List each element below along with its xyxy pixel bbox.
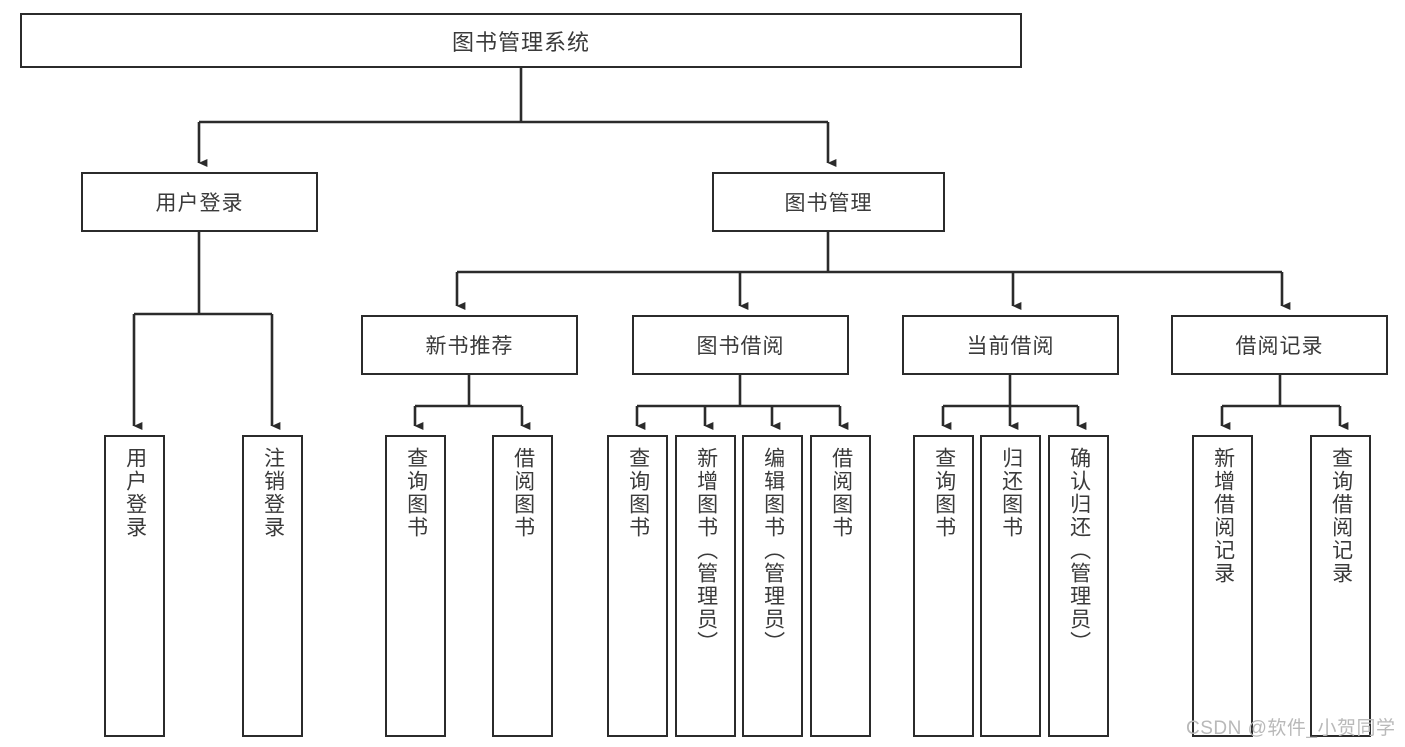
node-label: 查询图书 — [404, 447, 428, 539]
csdn-watermark: CSDN @软件_小贺同学 — [1186, 718, 1396, 739]
node-label: 查询借阅记录 — [1329, 447, 1353, 585]
node-label: 借阅图书 — [829, 447, 853, 539]
node-label: 当前借阅 — [966, 335, 1055, 358]
node-label: 编辑图书（管理员） — [761, 447, 785, 654]
leaf-current-borrow-return-book[interactable]: 归还图书 — [980, 435, 1041, 737]
node-new-book-recommend[interactable]: 新书推荐 — [361, 315, 578, 375]
leaf-borrow-record-add-record[interactable]: 新增借阅记录 — [1192, 435, 1253, 737]
node-current-borrow[interactable]: 当前借阅 — [902, 315, 1119, 375]
node-label: 确认归还（管理员） — [1067, 447, 1091, 654]
node-book-borrow[interactable]: 图书借阅 — [632, 315, 849, 375]
node-label: 归还图书 — [999, 447, 1023, 539]
leaf-user-login-logout[interactable]: 注销登录 — [242, 435, 303, 737]
leaf-new-book-query-book[interactable]: 查询图书 — [385, 435, 446, 737]
leaf-book-borrow-edit-book-admin[interactable]: 编辑图书（管理员） — [742, 435, 803, 737]
node-label: 借阅记录 — [1235, 335, 1324, 358]
node-label: 新增图书（管理员） — [694, 447, 718, 654]
leaf-book-borrow-query-book[interactable]: 查询图书 — [607, 435, 668, 737]
node-label: 新书推荐 — [425, 335, 514, 358]
leaf-borrow-record-query-record[interactable]: 查询借阅记录 — [1310, 435, 1371, 737]
leaf-new-book-borrow-book[interactable]: 借阅图书 — [492, 435, 553, 737]
node-borrow-record[interactable]: 借阅记录 — [1171, 315, 1388, 375]
node-label: 图书管理 — [784, 192, 873, 215]
node-book-management[interactable]: 图书管理 — [712, 172, 945, 232]
node-label: 新增借阅记录 — [1211, 447, 1235, 585]
leaf-book-borrow-borrow-book[interactable]: 借阅图书 — [810, 435, 871, 737]
node-label: 图书管理系统 — [451, 29, 590, 55]
node-label: 注销登录 — [261, 447, 285, 539]
leaf-current-borrow-query-book[interactable]: 查询图书 — [913, 435, 974, 737]
node-label: 用户登录 — [123, 447, 147, 539]
leaf-user-login-login[interactable]: 用户登录 — [104, 435, 165, 737]
node-label: 用户登录 — [155, 192, 244, 215]
leaf-current-borrow-confirm-return-admin[interactable]: 确认归还（管理员） — [1048, 435, 1109, 737]
node-label: 借阅图书 — [511, 447, 535, 539]
node-label: 查询图书 — [626, 447, 650, 539]
leaf-book-borrow-add-book-admin[interactable]: 新增图书（管理员） — [675, 435, 736, 737]
node-label: 图书借阅 — [696, 335, 785, 358]
node-user-login[interactable]: 用户登录 — [81, 172, 318, 232]
node-root-book-management-system[interactable]: 图书管理系统 — [20, 13, 1022, 68]
node-label: 查询图书 — [932, 447, 956, 539]
